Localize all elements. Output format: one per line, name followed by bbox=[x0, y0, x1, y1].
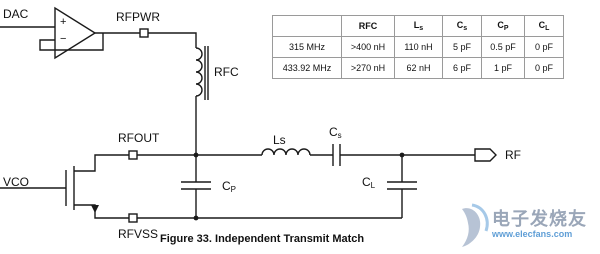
figure-caption: Figure 33. Independent Transmit Match bbox=[160, 233, 365, 245]
table-cell: 1 pF bbox=[481, 57, 525, 79]
table-cell: 0 pF bbox=[524, 57, 564, 79]
opamp-symbol bbox=[54, 6, 97, 60]
rfout-label: RFOUT bbox=[118, 131, 160, 145]
table-cell: 6 pF bbox=[442, 57, 482, 79]
transistor-drain-wire bbox=[74, 154, 129, 172]
table-row: 433.92 MHz >270 nH 62 nH 6 pF 1 pF 0 pF bbox=[272, 57, 564, 79]
table-cell: 62 nH bbox=[394, 57, 443, 79]
header-ls-main: L bbox=[413, 20, 420, 30]
opamp-minus-sign: − bbox=[60, 33, 67, 45]
rfpwr-wire bbox=[148, 32, 197, 48]
cl-label-sub: L bbox=[370, 181, 376, 190]
cl-label: CL bbox=[362, 176, 375, 192]
table-cell: 0.5 pF bbox=[481, 36, 525, 58]
cl-label-main: C bbox=[362, 175, 371, 189]
cs-label-main: C bbox=[329, 125, 338, 139]
table-header-cl: CL bbox=[524, 15, 564, 37]
table-cell: >270 nH bbox=[341, 57, 395, 79]
header-cs-sub: s bbox=[463, 25, 468, 32]
header-ls-sub: s bbox=[419, 25, 424, 32]
rfc-label: RFC bbox=[214, 65, 239, 79]
rfout-pin bbox=[128, 150, 138, 160]
header-cl-sub: L bbox=[545, 25, 550, 32]
opamp-feedback-wire bbox=[39, 33, 104, 51]
header-cl-main: C bbox=[538, 20, 546, 30]
cs-label-sub: s bbox=[337, 131, 342, 140]
table-header-cell bbox=[272, 15, 342, 37]
watermark-text: 电子发烧友 bbox=[492, 209, 587, 229]
table-cell: 315 MHz bbox=[272, 36, 342, 58]
table-cell: 110 nH bbox=[394, 36, 443, 58]
table-cell: 433.92 MHz bbox=[272, 57, 342, 79]
watermark-logo-icon bbox=[462, 203, 489, 247]
cs-label: Cs bbox=[329, 126, 342, 142]
ls-inductor bbox=[261, 148, 311, 156]
table-cell: >400 nH bbox=[341, 36, 395, 58]
rfpwr-pin bbox=[139, 28, 149, 38]
watermark-url: www.elecfans.com bbox=[492, 229, 573, 239]
table-cell: 5 pF bbox=[442, 36, 482, 58]
rfvss-pin bbox=[128, 213, 138, 223]
table-header-row: RFC Ls Cs CP CL bbox=[272, 15, 564, 37]
table-cell: 0 pF bbox=[524, 36, 564, 58]
rfc-inductor bbox=[195, 47, 203, 97]
header-cp-sub: P bbox=[503, 25, 509, 32]
rfpwr-label: RFPWR bbox=[116, 10, 160, 24]
component-value-table: RFC Ls Cs CP CL 315 MHz >400 nH 110 nH 5… bbox=[272, 15, 564, 79]
header-cs-main: C bbox=[456, 20, 464, 30]
node-dot-cl bbox=[399, 152, 405, 158]
rfvss-label: RFVSS bbox=[118, 227, 159, 241]
rf-label: RF bbox=[505, 148, 521, 162]
vco-label: VCO bbox=[3, 175, 30, 189]
cp-label-sub: P bbox=[230, 185, 237, 194]
transistor-source-wire bbox=[74, 204, 129, 219]
rf-output-arrow bbox=[474, 148, 497, 162]
ls-label: Ls bbox=[273, 133, 286, 147]
table-header-cp: CP bbox=[481, 15, 525, 37]
transistor-source-arrow bbox=[91, 205, 99, 213]
table-header-ls: Ls bbox=[394, 15, 443, 37]
header-cp-main: C bbox=[497, 20, 504, 30]
dac-label: DAC bbox=[3, 7, 29, 21]
table-header-rfc: RFC bbox=[341, 15, 395, 37]
opamp-plus-sign: + bbox=[60, 16, 67, 28]
node-dot-cp bbox=[193, 152, 199, 158]
cp-label-main: C bbox=[222, 179, 231, 193]
table-row: 315 MHz >400 nH 110 nH 5 pF 0.5 pF 0 pF bbox=[272, 36, 564, 58]
table-header-cs: Cs bbox=[442, 15, 482, 37]
node-dot-ground bbox=[193, 215, 199, 221]
cp-label: CP bbox=[222, 180, 236, 196]
